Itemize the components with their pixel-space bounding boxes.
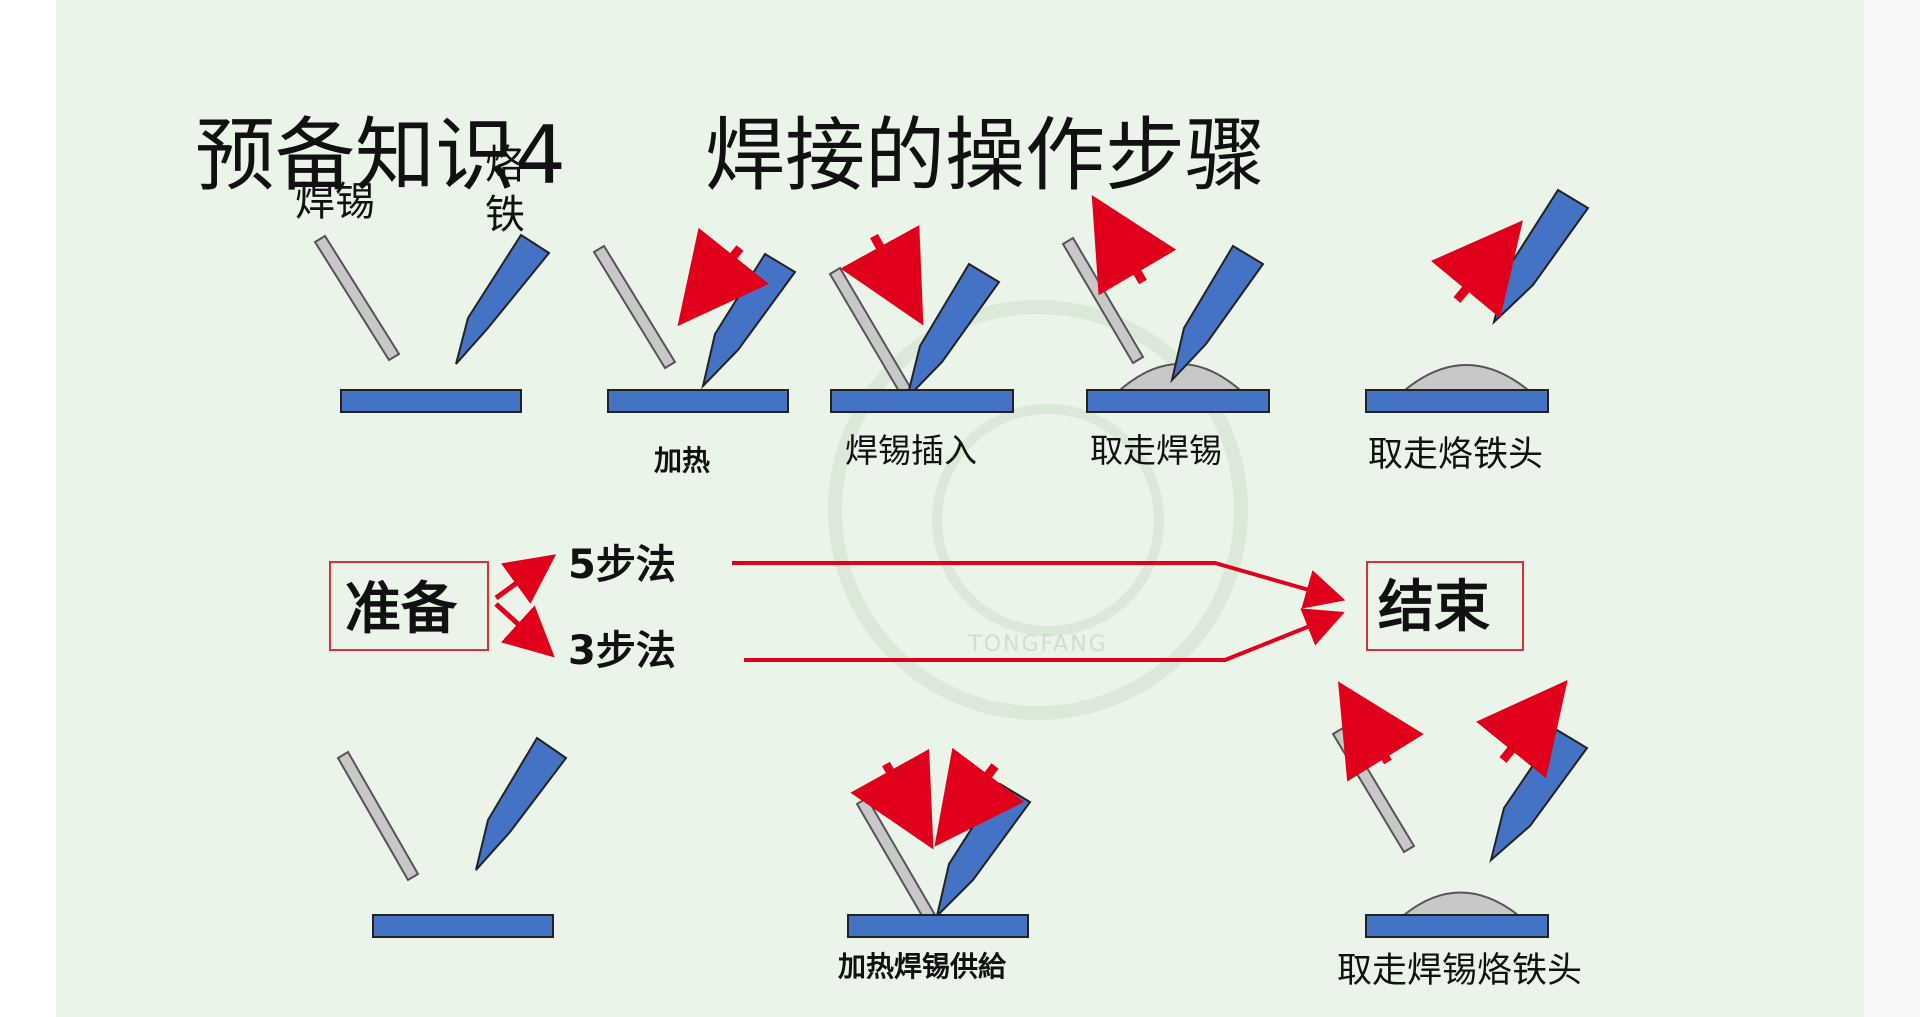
- label-iron-line1: 烙: [485, 142, 525, 188]
- soldering-iron-icon: [475, 736, 568, 871]
- soldering-iron-icon: [455, 233, 551, 365]
- flow-line-lower: [744, 608, 1345, 662]
- start-label: 准备: [345, 577, 458, 642]
- step-prepare-5: [313, 233, 551, 413]
- red-arrow-icon: [677, 227, 769, 327]
- watermark-seal-text: TONGFANG: [968, 632, 1108, 657]
- flow-line-upper: [732, 561, 1346, 609]
- circuit-board-icon: [830, 389, 1014, 413]
- step-remove-iron: 取走烙铁头: [1365, 188, 1590, 475]
- red-arrow-icon: [1430, 220, 1523, 319]
- red-arrow-icon: [1091, 194, 1177, 296]
- circuit-board-icon: [340, 389, 522, 413]
- caption-heat-and-feed: 加热焊锡供給: [838, 950, 1007, 983]
- red-arrow-icon: [1338, 681, 1424, 782]
- red-arrow-icon: [1476, 679, 1568, 779]
- solder-wire-icon: [592, 244, 677, 370]
- label-iron-line2: 铁: [485, 192, 525, 238]
- circuit-board-icon: [607, 389, 789, 413]
- soldering-iron-icon: [1170, 244, 1265, 384]
- step-remove-solder-and-iron: 取走焊锡烙铁头: [1331, 679, 1589, 991]
- solder-wire-icon: [336, 750, 420, 882]
- method-5-label: 5步法: [568, 542, 676, 588]
- side-panel: [1864, 0, 1920, 1017]
- watermark-seal-inner: [932, 404, 1164, 636]
- red-arrow-icon: [934, 747, 1025, 847]
- start-box: [329, 561, 489, 651]
- caption-heat: 加热: [654, 444, 710, 477]
- step-prepare-3: [336, 736, 568, 938]
- step-heat: 加热: [592, 227, 797, 477]
- method-3-label: 3步法: [568, 628, 676, 674]
- end-box: [1366, 561, 1524, 651]
- red-arrow-icon: [840, 224, 924, 326]
- circuit-board-icon: [847, 914, 1029, 938]
- caption-insert-solder: 焊锡插入: [845, 431, 977, 470]
- title-part1: 预备知识4: [195, 109, 566, 202]
- circuit-board-icon: [1086, 389, 1270, 413]
- soldering-iron-icon: [935, 782, 1032, 920]
- title-part2: 焊接的操作步骤: [705, 109, 1265, 202]
- branch-arrow-lower: [494, 602, 555, 658]
- label-solder: 焊锡: [295, 179, 375, 225]
- red-arrow-icon: [850, 748, 934, 850]
- step-heat-and-feed: 加热焊锡供給: [838, 747, 1032, 983]
- solder-wire-icon: [313, 234, 401, 362]
- solder-wire-icon: [855, 796, 940, 928]
- soldering-iron-icon: [1489, 728, 1589, 863]
- end-label: 结束: [1378, 575, 1490, 640]
- caption-remove-solder: 取走焊锡: [1090, 431, 1222, 470]
- branch-arrow-upper: [494, 554, 557, 604]
- circuit-board-icon: [1365, 914, 1549, 938]
- solder-joint-icon: [1402, 364, 1531, 391]
- solder-joint-icon: [1401, 891, 1521, 916]
- step-insert-solder: 焊锡插入: [828, 224, 1014, 470]
- caption-remove-iron: 取走烙铁头: [1368, 435, 1543, 475]
- soldering-iron-icon: [905, 262, 1001, 402]
- caption-remove-solder-and-iron: 取走焊锡烙铁头: [1337, 951, 1582, 991]
- solder-wire-icon: [1061, 236, 1145, 365]
- circuit-board-icon: [372, 914, 554, 938]
- circuit-board-icon: [1365, 389, 1549, 413]
- step-remove-solder: 取走焊锡: [1061, 194, 1270, 470]
- soldering-iron-icon: [1492, 188, 1590, 326]
